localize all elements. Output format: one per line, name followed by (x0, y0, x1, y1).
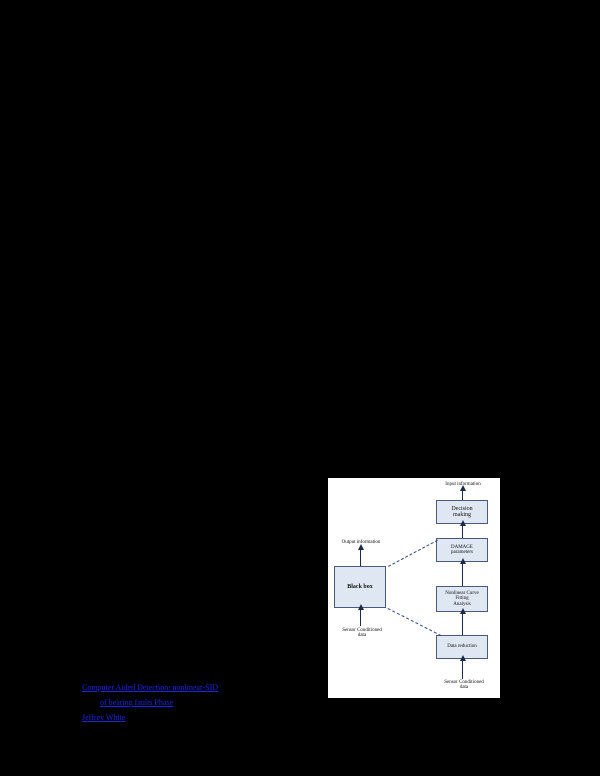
dashed-connector-upper (388, 539, 438, 567)
label-input-information-top: Input information (445, 482, 481, 487)
arrow-input-to-decision (459, 485, 466, 500)
box-damage-parameters: DAMAGE parameters (436, 538, 488, 562)
arrow-curvefit-to-damage (459, 558, 466, 586)
arrow-input-to-datareduction (459, 655, 466, 679)
link-title-part-1[interactable]: Computer Aided Detection: nonlinear-SID (82, 683, 219, 692)
arrow-datareduction-to-curvefit (459, 608, 466, 635)
arrow-input-to-blackbox (357, 604, 364, 626)
link-line-1[interactable]: Computer Aided Detection: nonlinear-SID (82, 680, 302, 695)
link-line-3[interactable]: Jeffrey White (82, 710, 302, 725)
link-author[interactable]: Jeffrey White (82, 713, 126, 723)
label-sensor-conditioned-data-left: Sensor Conditioned data (342, 628, 382, 639)
label-sensor-conditioned-data-right: Sensor Conditioned data (444, 680, 484, 691)
figure-panel: Input information Decision making DAMAGE… (328, 478, 500, 698)
box-curve-fitting-analysis: Nonlinear Curve Fitting Analysis (436, 586, 488, 612)
link-line-2[interactable]: of bearing faults Phase (82, 695, 302, 710)
arrow-damage-to-decision (459, 520, 466, 538)
arrow-blackbox-to-output (357, 544, 364, 566)
box-black-box: Black box (334, 566, 386, 608)
link-block: Computer Aided Detection: nonlinear-SID … (82, 680, 302, 726)
link-title-part-2[interactable]: of bearing faults Phase (100, 698, 174, 708)
label-output-information: Output information (341, 540, 381, 545)
